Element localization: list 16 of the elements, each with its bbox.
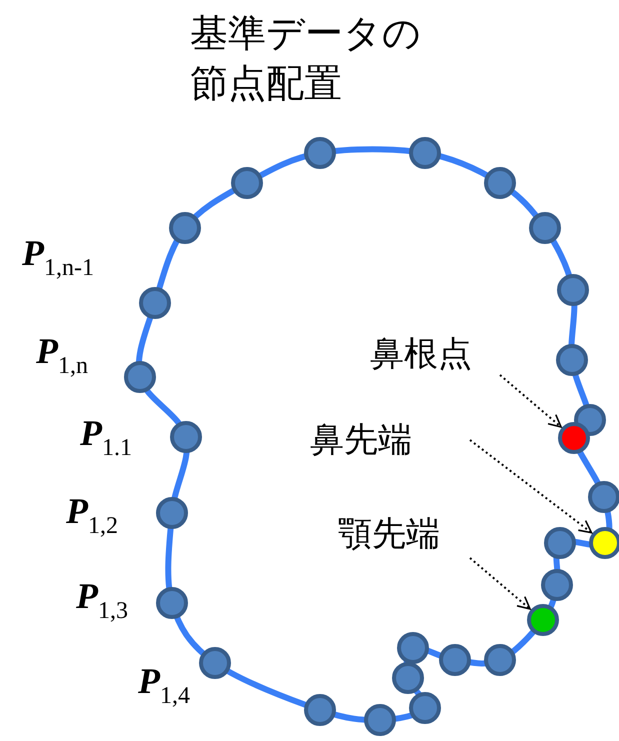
landmark-point — [589, 527, 619, 559]
leader-line — [469, 439, 592, 534]
point-label: P$_{1,n}$ — [36, 330, 88, 380]
leader-line — [469, 557, 531, 610]
title: 基準データの節点配置 — [190, 10, 422, 107]
point-label: P$_{1.1}$ — [80, 412, 132, 462]
point-label: P$_{1,2}$ — [66, 490, 118, 540]
point-label: P$_{1,3}$ — [76, 575, 128, 625]
callout-label: 鼻根点 — [370, 334, 472, 374]
point-label: P$_{1,n-1}$ — [22, 232, 94, 282]
callout-label: 顎先端 — [338, 514, 440, 554]
landmark-point — [527, 604, 559, 636]
landmark-point — [558, 422, 590, 454]
point-label: P$_{1,4}$ — [138, 660, 190, 710]
leader-line — [499, 374, 562, 428]
callout-label: 鼻先端 — [310, 420, 412, 460]
